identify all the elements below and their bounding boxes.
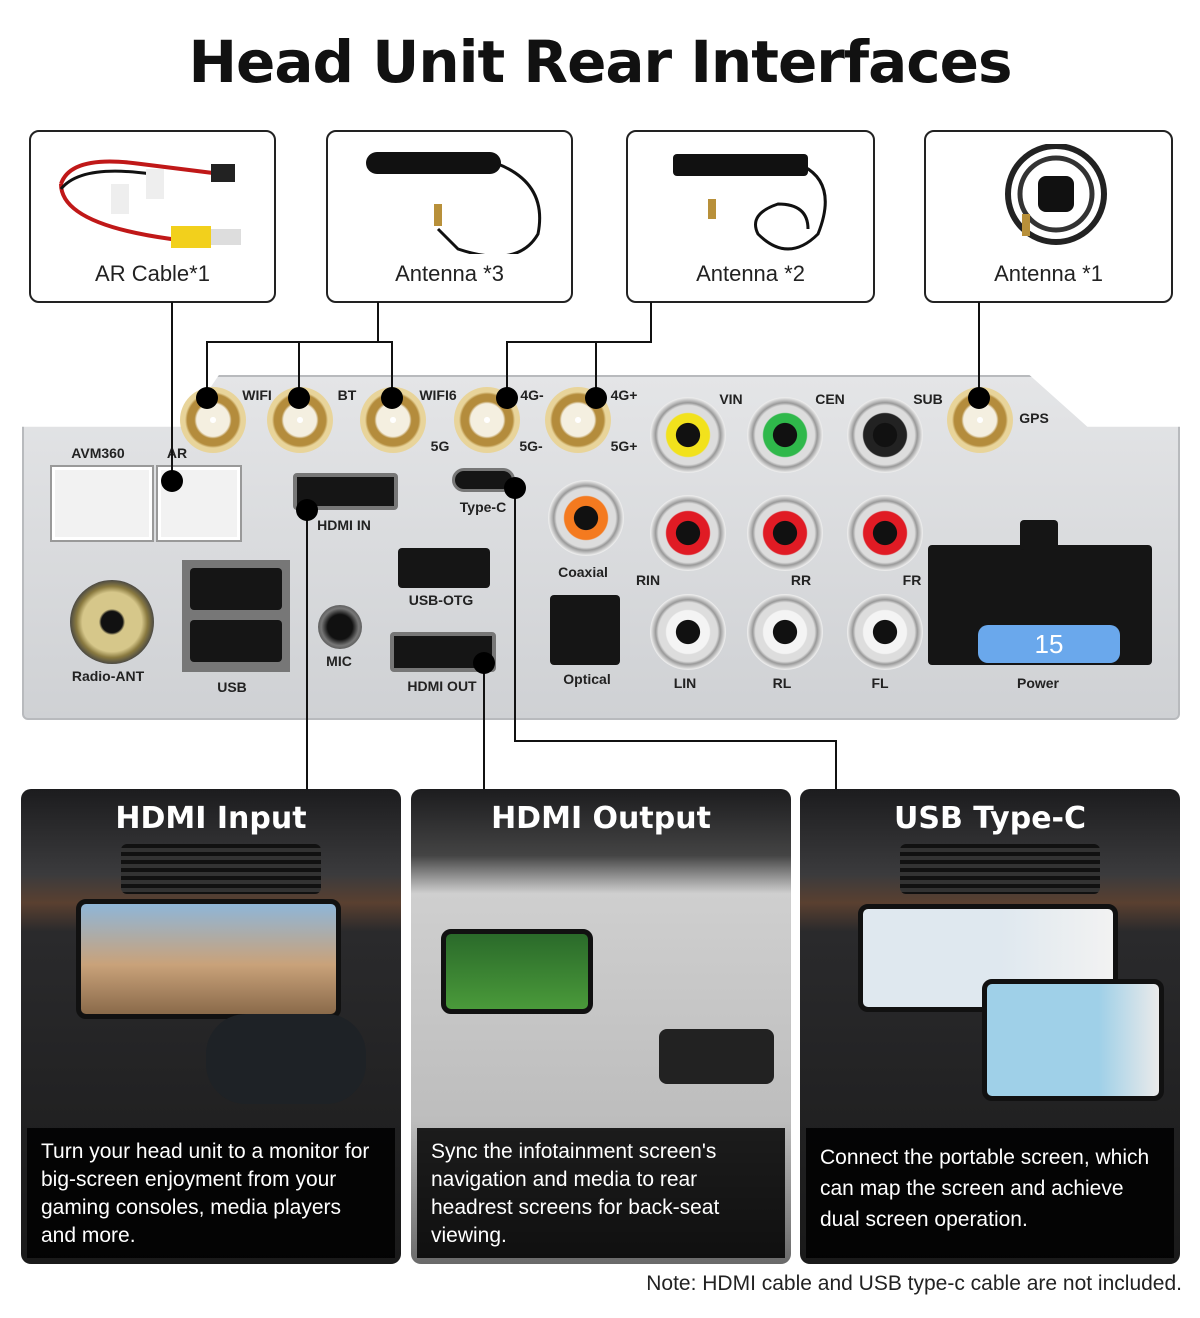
accessory-label: Antenna *1 (994, 261, 1103, 286)
feature-title: HDMI Output (491, 801, 711, 836)
mic-jack (318, 605, 362, 649)
footnote: Note: HDMI cable and USB type-c cable ar… (646, 1272, 1182, 1295)
callout-dot (196, 387, 218, 409)
fr-jack (847, 495, 923, 571)
port-label: Optical (563, 671, 611, 687)
usb-otg-port (398, 548, 490, 588)
head-unit-screen (659, 1029, 774, 1084)
callout-dot (288, 387, 310, 409)
port-label: BT (337, 387, 357, 403)
power-connector-latch (1020, 520, 1058, 550)
callout-dot (296, 499, 318, 521)
headrest-screen (441, 929, 593, 1014)
sub-jack (847, 397, 923, 473)
port-label: 5G- (519, 438, 543, 454)
port-label: FR (902, 572, 922, 588)
port-label: RR (790, 572, 812, 588)
feature-card-hdmi-input: HDMI Input Turn your head unit to a moni… (21, 789, 401, 1264)
port-label: AVM360 (71, 445, 125, 461)
feature-card-usb-type-c: USB Type-C Connect the portable screen, … (800, 789, 1180, 1264)
port-label: Radio-ANT (71, 668, 145, 684)
port-label: VIN (719, 391, 743, 407)
feature-card-hdmi-output: HDMI Output Sync the infotainment screen… (411, 789, 791, 1264)
feature-title: USB Type-C (893, 801, 1087, 836)
rl-jack (747, 594, 823, 670)
coaxial-jack (548, 480, 624, 556)
port-label: 4G- (520, 387, 544, 403)
port-label: RIN (635, 572, 661, 588)
port-label: LIN (673, 675, 697, 691)
port-label: FL (871, 675, 889, 691)
callout-dot (473, 652, 495, 674)
fuse: 15 (978, 625, 1120, 663)
gps-antenna-image (1005, 144, 1107, 245)
port-label: HDMI OUT (407, 678, 477, 694)
accessory-antenna-3: Antenna *3 (326, 130, 573, 303)
callout-dot (504, 477, 526, 499)
port-label: HDMI IN (317, 517, 371, 533)
callout-dot (496, 387, 518, 409)
port-label: CEN (815, 391, 845, 407)
feature-caption: Sync the infotainment screen's navigatio… (417, 1128, 785, 1258)
port-label: WIFI (242, 387, 272, 403)
port-label: 5G (430, 438, 450, 454)
accessory-antenna-1: Antenna *1 (924, 130, 1173, 303)
port-label: AR (166, 445, 188, 461)
port-label: WIFI6 (419, 387, 457, 403)
port-label: 4G+ (610, 387, 638, 403)
callout-dot (381, 387, 403, 409)
feature-caption: Turn your head unit to a monitor for big… (27, 1128, 395, 1258)
port-label: Type-C (459, 499, 507, 515)
accessory-antenna-2: Antenna *2 (626, 130, 875, 303)
port-label: RL (772, 675, 792, 691)
accessory-label: Antenna *3 (395, 261, 504, 286)
feature-caption: Connect the portable screen, which can m… (806, 1128, 1174, 1258)
lin-jack (650, 594, 726, 670)
cen-jack (747, 397, 823, 473)
feature-title: HDMI Input (115, 801, 307, 836)
accessory-label: Antenna *2 (696, 261, 805, 286)
rin-jack (650, 495, 726, 571)
port-label: USB-OTG (408, 592, 474, 608)
antenna-image (673, 154, 827, 251)
portable-screen (982, 979, 1164, 1101)
fl-jack (847, 594, 923, 670)
port-label: MIC (326, 653, 352, 669)
gamepad (206, 1014, 366, 1104)
avm360-connector (52, 467, 152, 540)
callout-dot (585, 387, 607, 409)
page-title: Head Unit Rear Interfaces (188, 28, 1013, 96)
air-vent (900, 844, 1100, 894)
rr-jack (747, 495, 823, 571)
optical-port (550, 595, 620, 665)
game-screen (76, 899, 341, 1019)
port-label: SUB (913, 391, 943, 407)
callout-dot (161, 470, 183, 492)
port-label: 5G+ (610, 438, 638, 454)
radio-ant-port (70, 580, 154, 664)
port-label: USB (217, 679, 247, 695)
accessory-ar-cable: AR Cable*1 (29, 130, 276, 303)
accessory-label: AR Cable*1 (95, 261, 210, 286)
callout-dot (968, 387, 990, 409)
port-label: Coaxial (558, 564, 608, 580)
port-label: GPS (1019, 410, 1049, 426)
air-vent (121, 844, 321, 894)
usb-ports (182, 560, 290, 672)
antenna-image (366, 152, 542, 254)
ar-cable-image (59, 159, 241, 248)
port-label: Power (1016, 675, 1060, 691)
vin-jack (650, 397, 726, 473)
